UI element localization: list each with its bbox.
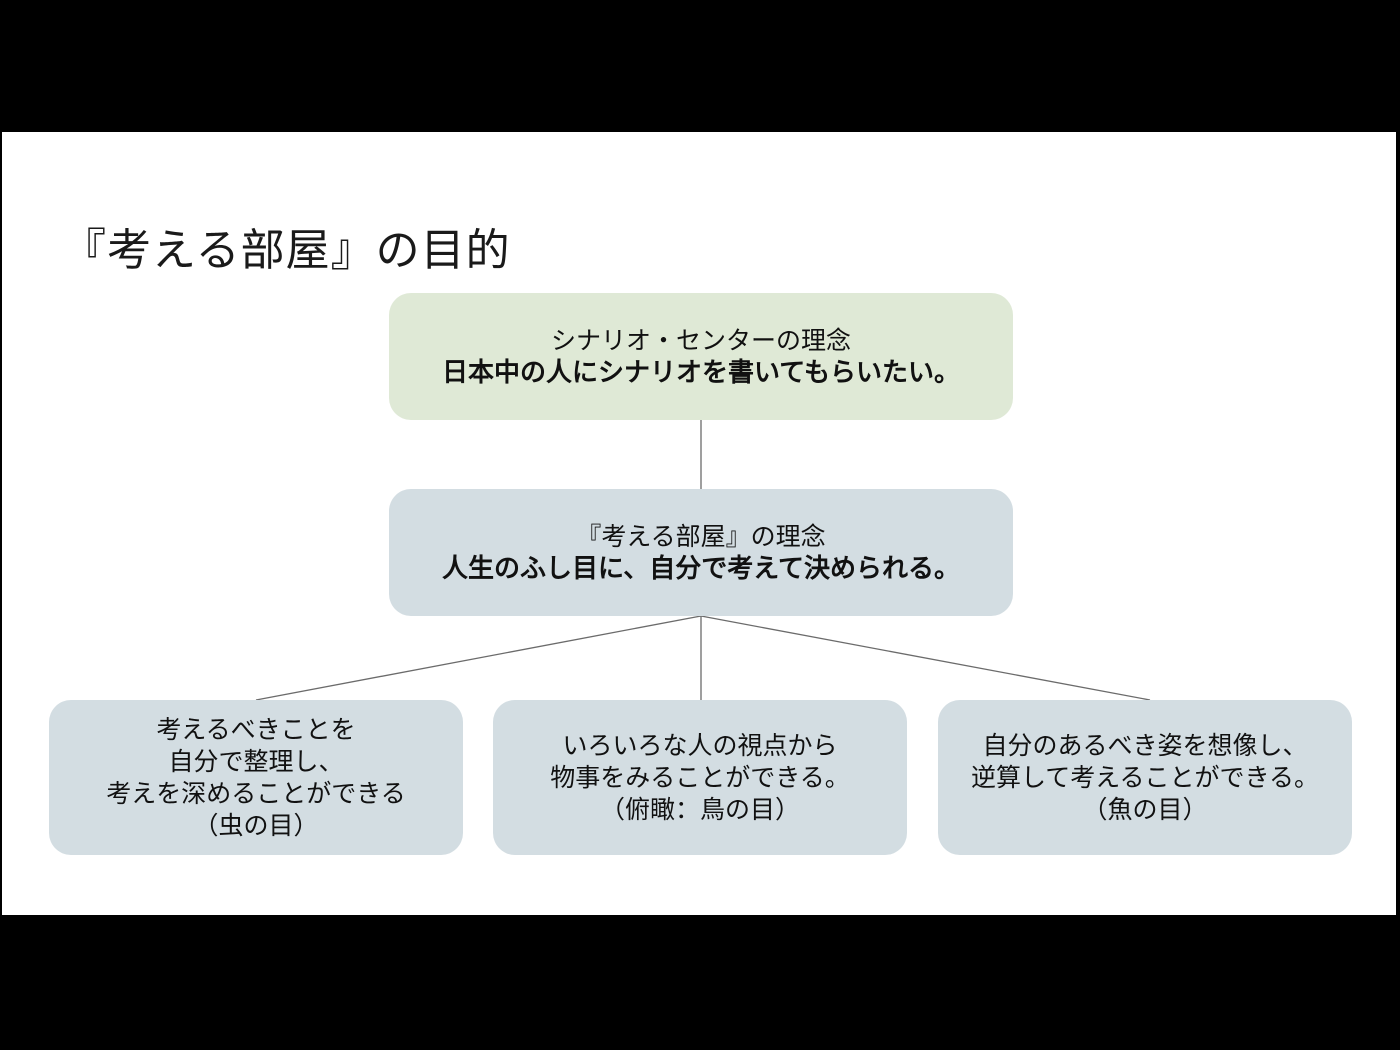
connector-middle-to-leaf-1: [255, 615, 702, 701]
node-label: シナリオ・センターの理念: [550, 325, 851, 355]
leaf-text-line: いろいろな人の視点から: [562, 730, 838, 760]
philosophy-node-thinking-room: 『考える部屋』の理念 人生のふし目に、自分で考えて決められる。: [389, 489, 1013, 616]
philosophy-node-scenario-center: シナリオ・センターの理念 日本中の人にシナリオを書いてもらいたい。: [389, 293, 1013, 420]
leaf-text-line: 逆算して考えることができる。: [970, 762, 1319, 792]
node-label: 『考える部屋』の理念: [576, 521, 826, 551]
goal-node-insect-eye: 考えるべきことを 自分で整理し、 考えを深めることができる （虫の目）: [49, 700, 463, 855]
slide: 『考える部屋』の目的 シナリオ・センターの理念 日本中の人にシナリオを書いてもら…: [2, 132, 1396, 915]
goal-node-bird-eye: いろいろな人の視点から 物事をみることができる。 （俯瞰：鳥の目）: [493, 700, 907, 855]
leaf-text-line: （俯瞰：鳥の目）: [599, 794, 800, 824]
connector-lines: [255, 420, 1151, 701]
connector-middle-to-leaf-3: [700, 615, 1151, 701]
node-headline: 日本中の人にシナリオを書いてもらいたい。: [442, 357, 960, 388]
leaf-text-line: （魚の目）: [1082, 794, 1208, 824]
leaf-text-line: 自分で整理し、: [168, 746, 344, 776]
leaf-text-line: 物事をみることができる。: [550, 762, 850, 792]
leaf-text-line: 考えを深めることができる: [106, 778, 406, 808]
slide-title: 『考える部屋』の目的: [62, 225, 511, 276]
leaf-text-line: （虫の目）: [193, 810, 319, 840]
leaf-text-line: 自分のあるべき姿を想像し、: [982, 730, 1308, 760]
goal-node-fish-eye: 自分のあるべき姿を想像し、 逆算して考えることができる。 （魚の目）: [938, 700, 1352, 855]
leaf-text-line: 考えるべきことを: [156, 714, 356, 744]
node-headline: 人生のふし目に、自分で考えて決められる。: [442, 553, 960, 584]
